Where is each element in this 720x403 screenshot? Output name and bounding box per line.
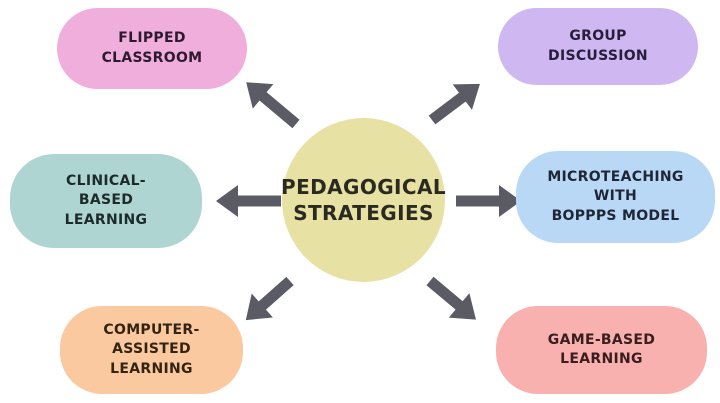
node-microteaching-with-boppps-model: MICROTEACHING WITH BOPPPS MODEL [516,151,715,243]
node-group-discussion-label: GROUP DISCUSSION [548,28,648,64]
node-game-based-learning: GAME-BASED LEARNING [496,306,707,394]
node-computer-assisted-learning-label: COMPUTER- ASSISTED LEARNING [103,322,200,377]
arrow-to-group-discussion [428,83,480,125]
node-computer-assisted-learning: COMPUTER- ASSISTED LEARNING [60,306,243,394]
node-flipped-classroom: FLIPPED CLASSROOM [57,8,247,89]
center-node-label: PEDAGOGICAL STRATEGIES [281,175,446,225]
arrow-to-flipped-classroom [246,82,300,129]
arrow-to-game-based-learning [426,276,476,320]
node-group-discussion: GROUP DISCUSSION [498,8,698,85]
node-flipped-classroom-label: FLIPPED CLASSROOM [101,30,203,66]
node-game-based-learning-label: GAME-BASED LEARNING [547,331,656,367]
arrow-to-clinical-based-learning [216,185,281,217]
node-clinical-based-learning: CLINICAL- BASED LEARNING [10,154,202,248]
center-node-pedagogical-strategies: PEDAGOGICAL STRATEGIES [281,118,446,282]
arrow-to-computer-assisted-learning [245,276,294,321]
node-clinical-based-learning-label: CLINICAL- BASED LEARNING [64,173,148,228]
node-microteaching-with-boppps-model-label: MICROTEACHING WITH BOPPPS MODEL [547,169,684,224]
arrow-to-microteaching [456,185,521,217]
